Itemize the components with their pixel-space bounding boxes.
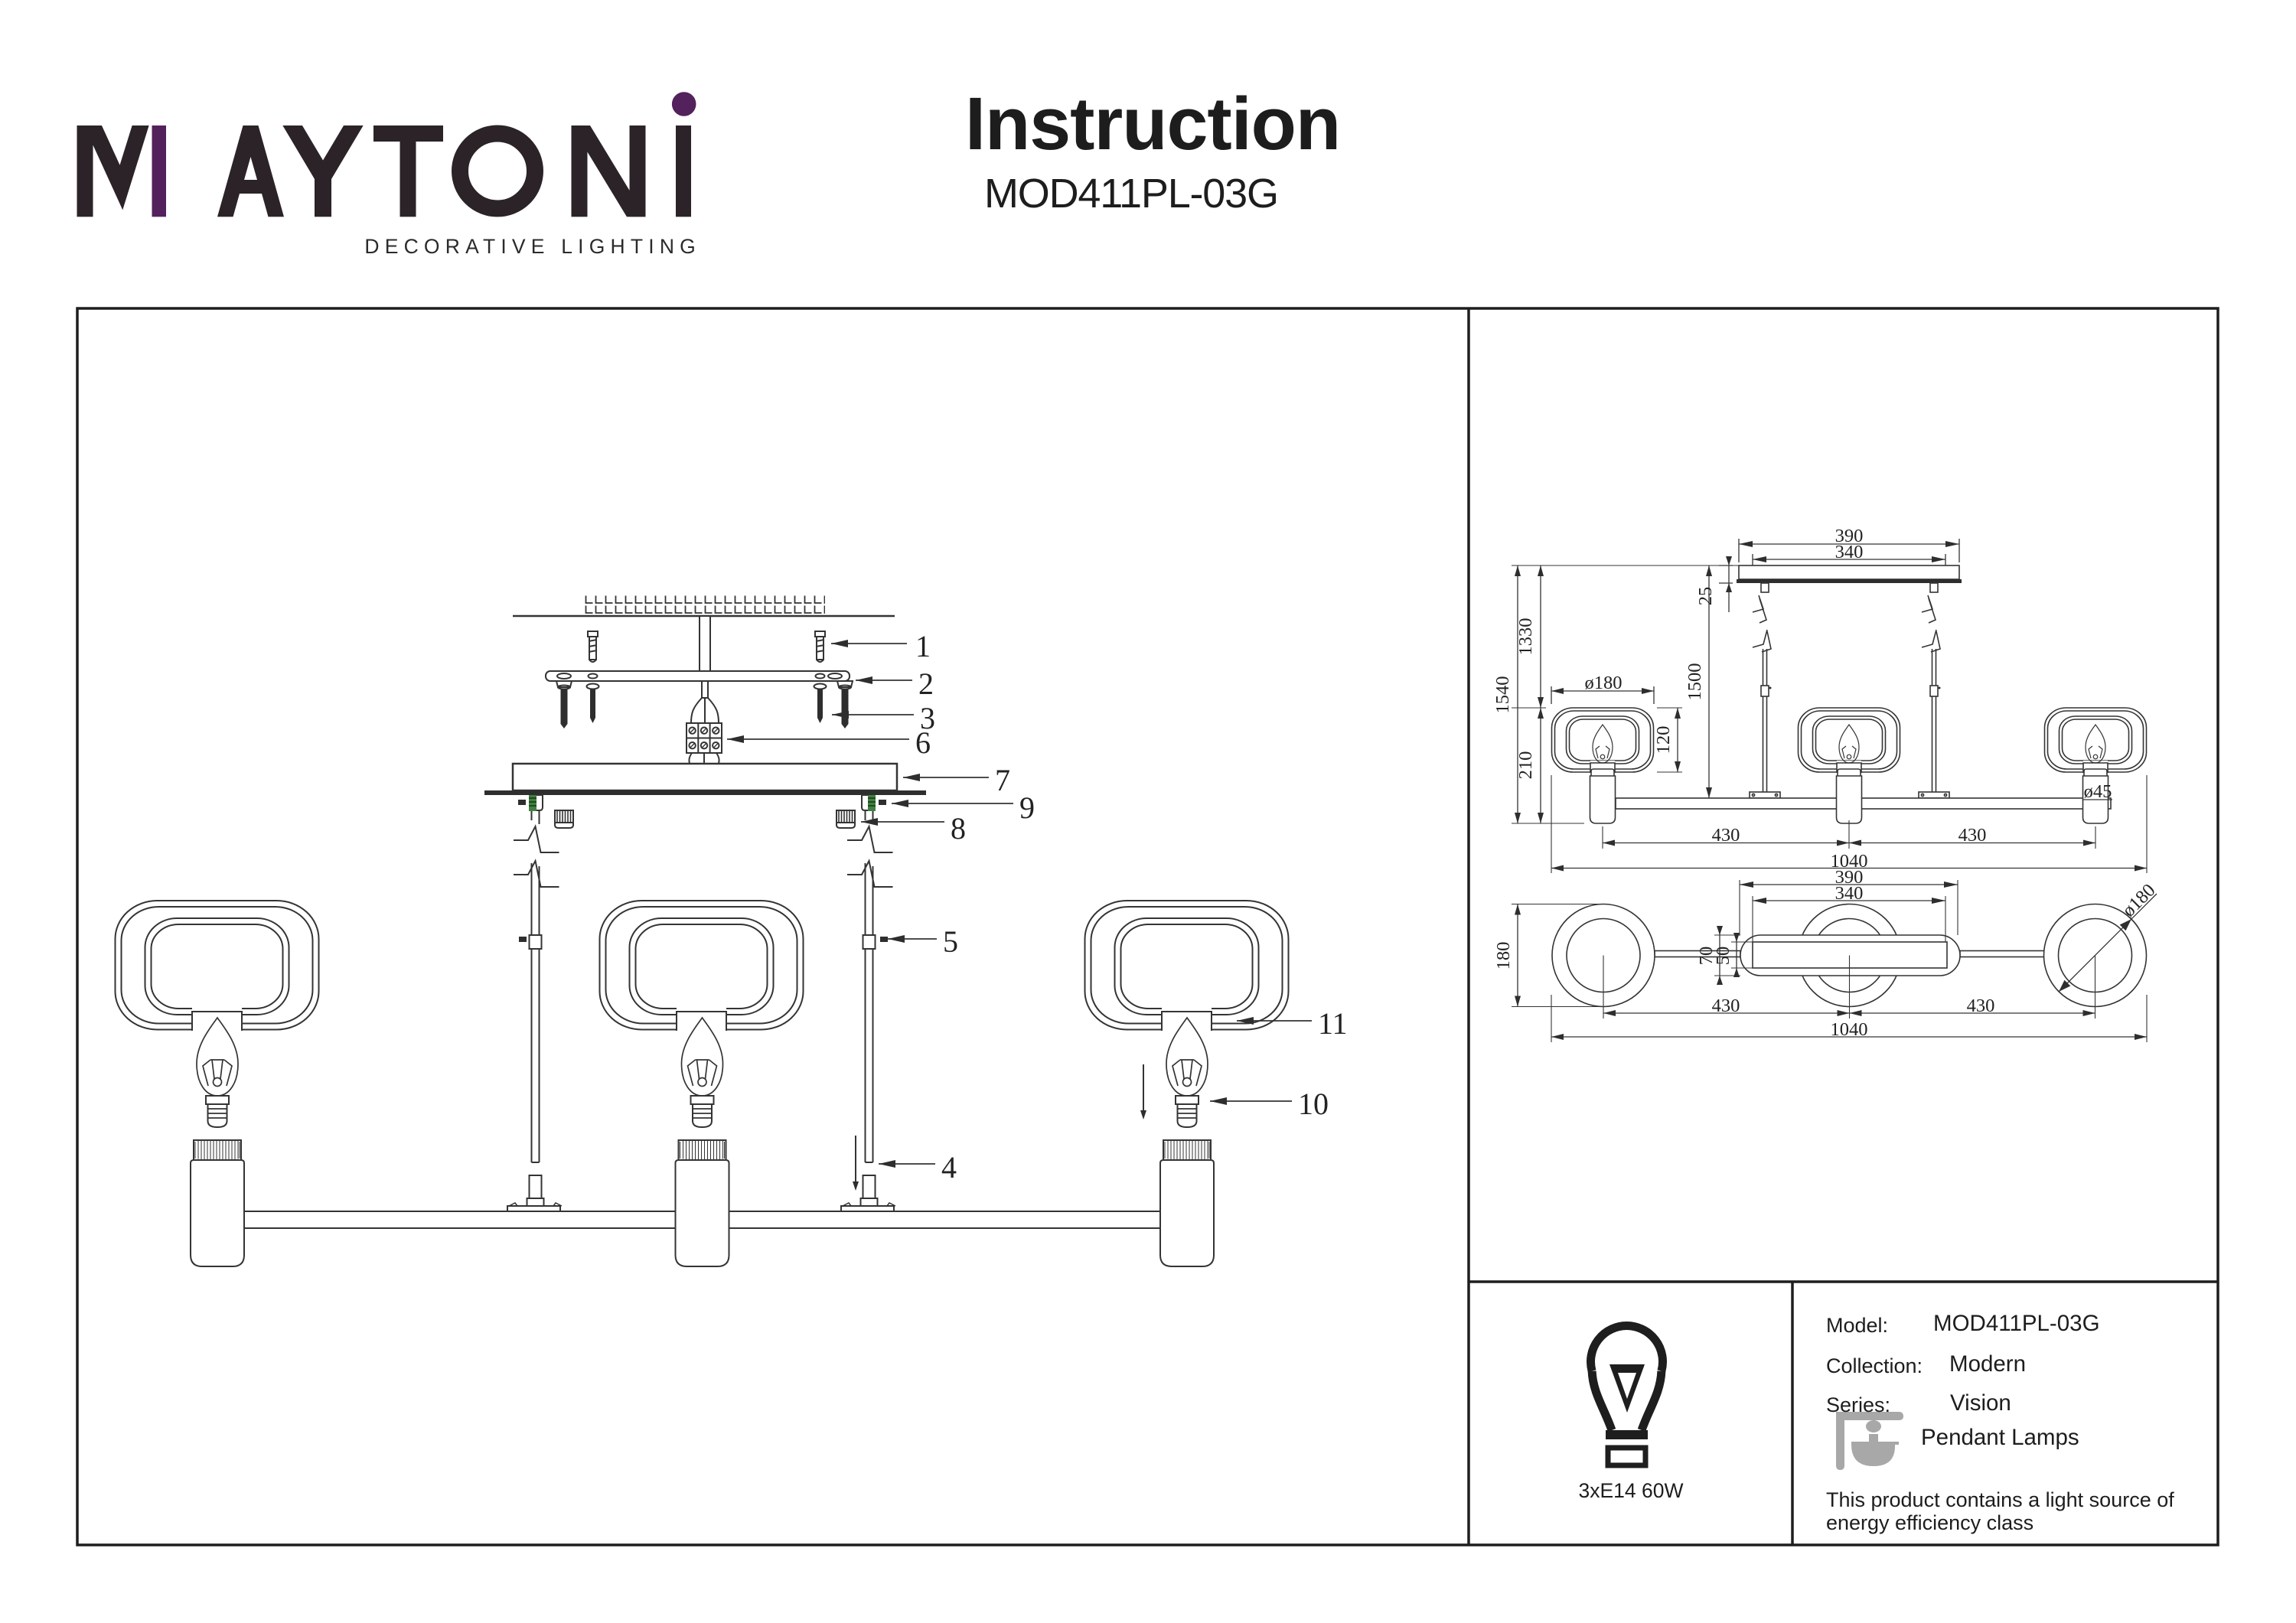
svg-text:DECORATIVE LIGHTING: DECORATIVE LIGHTING — [364, 235, 701, 258]
svg-text:9: 9 — [1019, 790, 1035, 825]
svg-text:430: 430 — [1958, 825, 1987, 846]
svg-text:340: 340 — [1835, 883, 1864, 904]
svg-text:1540: 1540 — [1492, 676, 1513, 714]
svg-text:25: 25 — [1695, 587, 1716, 606]
svg-text:1500: 1500 — [1684, 663, 1705, 701]
svg-text:8: 8 — [951, 811, 966, 846]
svg-text:5: 5 — [943, 924, 958, 959]
svg-text:1330: 1330 — [1515, 618, 1536, 656]
svg-text:390: 390 — [1835, 526, 1864, 546]
svg-text:3: 3 — [920, 701, 935, 735]
svg-text:210: 210 — [1515, 751, 1536, 780]
svg-text:390: 390 — [1835, 867, 1864, 888]
svg-text:10: 10 — [1298, 1087, 1329, 1121]
svg-text:180: 180 — [1493, 942, 1514, 970]
svg-text:70: 70 — [1696, 947, 1717, 966]
svg-text:11: 11 — [1318, 1006, 1348, 1041]
svg-text:ø45: ø45 — [2084, 781, 2112, 802]
svg-text:340: 340 — [1835, 542, 1864, 562]
svg-text:ø180: ø180 — [1585, 673, 1623, 693]
svg-text:430: 430 — [1967, 996, 1995, 1016]
svg-text:50: 50 — [1713, 947, 1733, 966]
svg-text:1: 1 — [915, 629, 931, 663]
svg-text:430: 430 — [1712, 825, 1740, 846]
svg-text:430: 430 — [1712, 996, 1740, 1016]
svg-text:7: 7 — [995, 763, 1010, 797]
svg-text:6: 6 — [915, 725, 931, 760]
svg-text:1040: 1040 — [1831, 1019, 1868, 1040]
svg-text:120: 120 — [1653, 726, 1674, 754]
svg-text:4: 4 — [941, 1150, 957, 1185]
svg-text:2: 2 — [918, 666, 934, 701]
svg-text:1040: 1040 — [1831, 851, 1868, 872]
